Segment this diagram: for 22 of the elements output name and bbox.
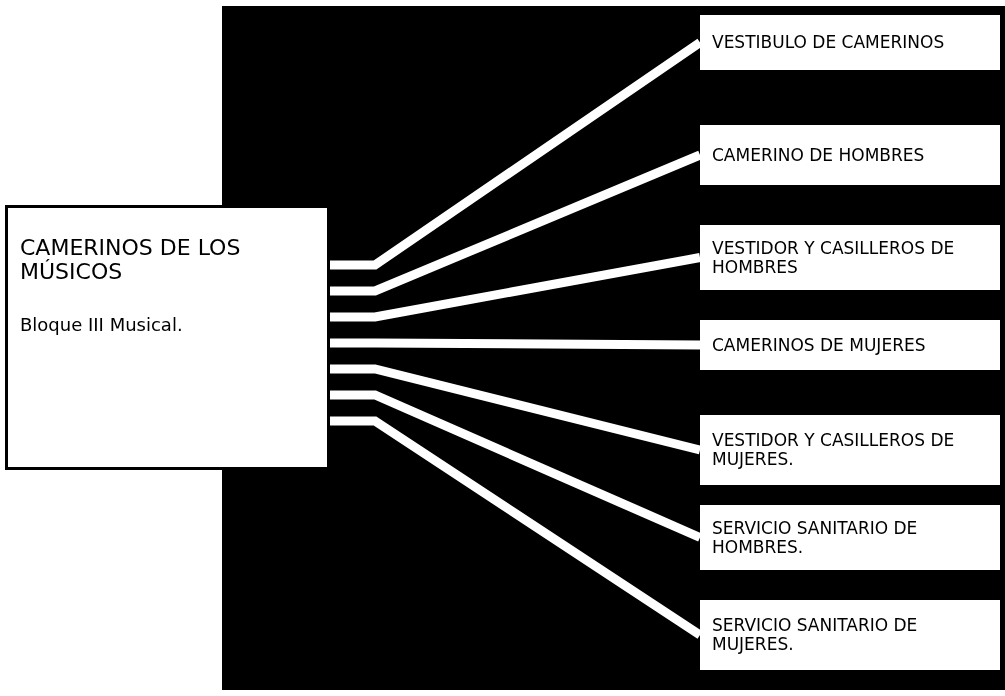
label-box — [700, 225, 1000, 290]
connector-line — [330, 364, 702, 455]
label-box — [700, 600, 1000, 670]
box-title: VESTIDOR Y CASILLEROS DE MUJERES. — [712, 431, 956, 469]
label-box — [700, 15, 1000, 70]
box-title: CAMERINOS DE MUJERES — [712, 335, 927, 355]
connector-line — [330, 150, 702, 296]
connector-line — [330, 253, 701, 322]
box-title: SERVICIO SANITARIO DE HOMBRES. — [712, 518, 919, 557]
label-box — [700, 415, 1000, 485]
box-subtitle: Bloque III Musical. — [20, 314, 184, 336]
box-title: CAMERINOS DE LOS MÚSICOS — [20, 236, 242, 285]
box-title: CAMERINO DE HOMBRES — [712, 145, 926, 165]
label-box — [700, 320, 1000, 370]
box-title: VESTIBULO DE CAMERINOS — [712, 33, 946, 52]
box-title: SERVICIO SANITARIO DE MUJERES. — [712, 616, 919, 654]
label-box — [700, 505, 1000, 570]
label-box — [5, 205, 330, 470]
box-title: VESTIDOR Y CASILLEROS DE HOMBRES — [712, 238, 956, 277]
connector-line — [330, 338, 701, 350]
connector-line — [330, 390, 702, 542]
label-box — [700, 125, 1000, 185]
